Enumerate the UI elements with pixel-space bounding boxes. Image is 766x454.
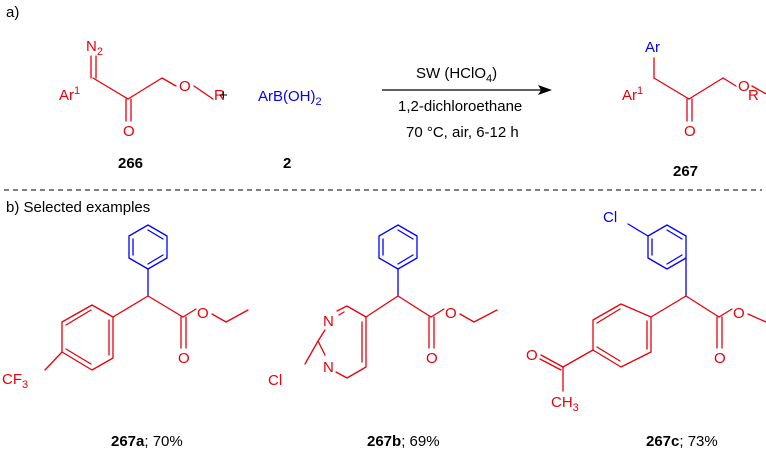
compound-267-id: 267 <box>673 163 698 180</box>
conditions-line-2: 1,2-dichloroethane <box>398 98 522 115</box>
ester-oxygen-label: O <box>179 78 191 95</box>
n2-label: N2 <box>86 38 103 58</box>
ex-a-ester-oxygen: O <box>197 305 209 322</box>
part-a-label: a) <box>6 4 19 21</box>
r-group-label: R <box>214 87 225 104</box>
carbonyl-oxygen-label: O <box>123 123 135 140</box>
ar1-label: Ar1 <box>59 85 80 104</box>
example-267b-structure <box>304 224 498 379</box>
plus-sign: + <box>219 87 228 104</box>
product-ar1-label: Ar1 <box>622 85 643 104</box>
chloro-label-b: Cl <box>268 372 282 389</box>
product-267-structure <box>653 57 766 122</box>
compound-267a-caption: 267a; 70% <box>111 433 183 450</box>
part-b-label: b) Selected examples <box>6 199 150 216</box>
product-r-label: R <box>748 87 759 104</box>
boronic-acid-label: ArB(OH)2 <box>258 88 322 108</box>
chloro-label-c: Cl <box>603 209 617 226</box>
ex-a-carbonyl-oxygen: O <box>178 350 190 367</box>
compound-266-id: 266 <box>118 155 143 172</box>
arrowhead <box>538 85 552 95</box>
example-267c-structure <box>539 223 766 392</box>
ex-c-carbonyl-oxygen: O <box>714 350 726 367</box>
example-267a-structure <box>44 224 249 371</box>
cf3-label: CF3 <box>2 371 28 391</box>
product-ar-label: Ar <box>645 39 660 56</box>
conditions-line-3: 70 °C, air, 6-12 h <box>406 124 519 141</box>
ketone-oxygen-label: O <box>526 347 538 364</box>
product-ester-oxygen: O <box>738 78 750 95</box>
ch3-label: CH3 <box>551 394 579 414</box>
pyrimidine-n1-label: N <box>323 313 334 330</box>
compound-267b-caption: 267b; 69% <box>367 433 440 450</box>
product-carbonyl-oxygen: O <box>684 123 696 140</box>
ex-b-carbonyl-oxygen: O <box>426 350 438 367</box>
compound-267c-caption: 267c; 73% <box>646 433 718 450</box>
pyrimidine-n2-label: N <box>323 359 334 376</box>
conditions-line-1: SW (HClO4) <box>416 65 497 85</box>
ex-b-ester-oxygen: O <box>445 305 457 322</box>
reactant-266-structure <box>90 55 214 122</box>
compound-2-id: 2 <box>283 155 291 172</box>
ex-c-ester-oxygen: O <box>733 305 745 322</box>
